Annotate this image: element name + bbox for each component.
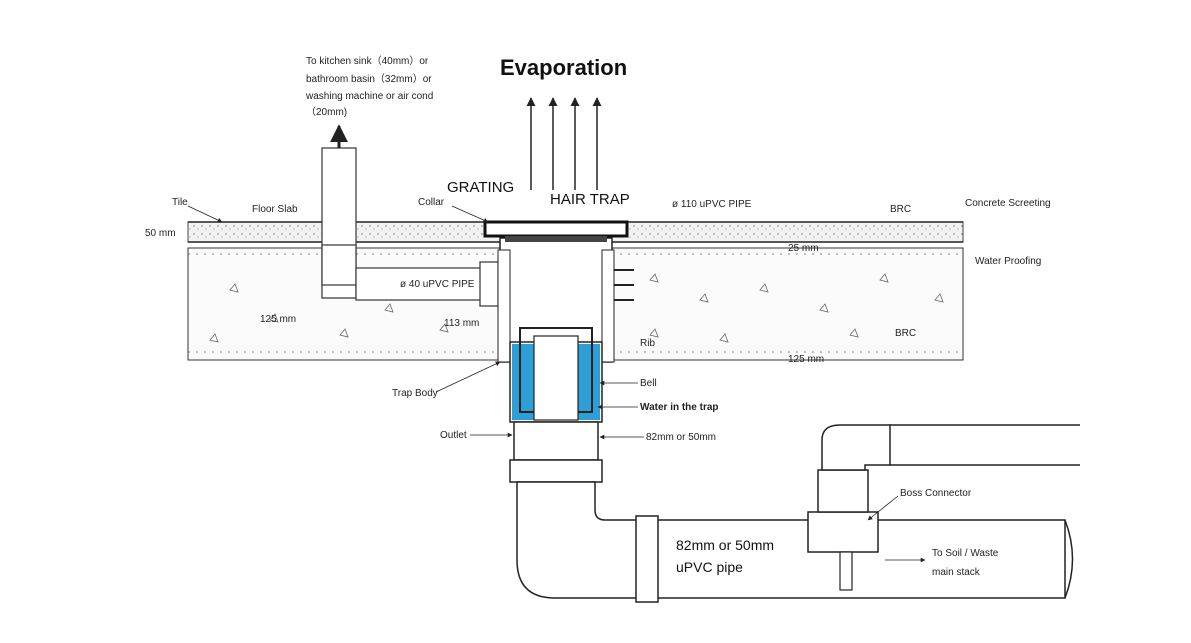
label-grating: GRATING [447, 179, 514, 196]
water-in-trap-left [512, 344, 534, 420]
elbow-pipe [516, 481, 641, 599]
label-outlet: Outlet [440, 430, 467, 441]
outlet [513, 421, 599, 461]
label-125mm-left: 125 mm [260, 314, 296, 325]
kitchen-note-line3: washing machine or air cond [305, 91, 433, 102]
label-main-pipe-line2: uPVC pipe [676, 559, 743, 575]
label-trap-body: Trap Body [392, 388, 438, 399]
label-water-in-trap: Water in the trap [640, 402, 719, 413]
label-125mm-bottom: 125 mm [788, 354, 824, 365]
diagram-title: Evaporation [500, 55, 627, 80]
label-brc-bottom: BRC [895, 328, 916, 339]
label-boss-connector: Boss Connector [900, 488, 972, 499]
label-collar: Collar [418, 197, 445, 208]
label-main-pipe-line1: 82mm or 50mm [676, 537, 774, 553]
water-in-trap-right [578, 344, 600, 420]
evaporation-arrows [526, 97, 602, 190]
concrete-aggregate [209, 273, 944, 343]
kitchen-note-line2: bathroom basin（32mm）or [306, 73, 432, 85]
label-water-proofing: Water Proofing [975, 256, 1041, 267]
label-rib: Rib [640, 338, 655, 349]
label-bell: Bell [640, 378, 657, 389]
label-brc-top: BRC [890, 204, 911, 215]
label-concrete-screeting: Concrete Screeting [965, 198, 1051, 209]
label-tile: Tile [172, 197, 188, 208]
label-25mm: 25 mm [788, 243, 819, 254]
kitchen-note-line4: （20mm) [306, 106, 347, 118]
grating[interactable] [483, 220, 629, 238]
label-stack-line1: To Soil / Waste [932, 548, 999, 559]
label-hair-trap: HAIR TRAP [550, 191, 630, 208]
label-floor-slab: Floor Slab [252, 204, 298, 215]
label-50mm: 50 mm [145, 228, 176, 239]
label-outlet-size: 82mm or 50mm [646, 432, 716, 443]
kitchen-note-line1: To kitchen sink（40mm）or [306, 55, 429, 67]
label-110-pipe: ø 110 uPVC PIPE [672, 199, 752, 210]
label-40-pipe: ø 40 uPVC PIPE [400, 279, 475, 290]
label-stack-line2: main stack [932, 567, 981, 578]
boss-connector [807, 511, 879, 553]
label-113mm: 113 mm [444, 318, 479, 329]
upper-elbow [821, 424, 891, 471]
